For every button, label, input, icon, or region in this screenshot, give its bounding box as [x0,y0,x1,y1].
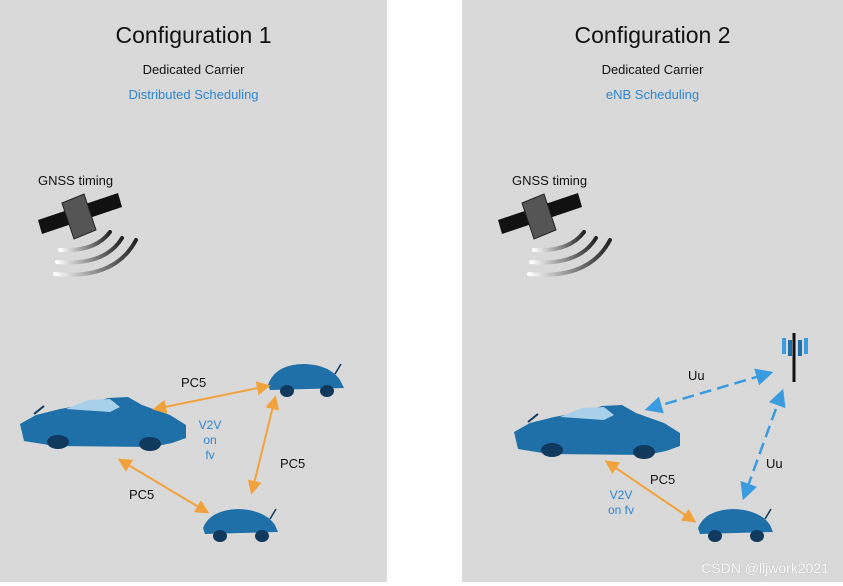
gnss-timing-label: GNSS timing [512,173,588,188]
pc5-label: PC5 [650,472,676,487]
signal-waves-icon [527,230,612,277]
car-large-icon [20,397,186,451]
pc5-arrow-right [247,395,280,495]
uu-label-right: Uu [766,456,783,471]
signal-waves-icon [53,230,138,277]
configuration-2-panel: Configuration 2 Dedicated Carrier eNB Sc… [462,0,843,582]
panel-subtitle-scheduling: Distributed Scheduling [128,87,259,102]
car-small-bottom-icon [203,508,278,542]
v2v-text: V2V [609,488,633,502]
configuration-2-diagram [498,193,808,542]
panel-title: Configuration 2 [574,22,731,48]
configuration-1-panel: Configuration 1 Dedicated Carrier Distri… [0,0,387,582]
panel-subtitle-carrier: Dedicated Carrier [142,62,245,77]
v2v-on-fv-label: V2V on fv [598,488,644,518]
configuration-1-diagram [20,193,344,542]
fv-text: fv [205,448,215,462]
on-fv-text: on fv [607,503,634,517]
uu-arrow-right [740,388,786,501]
pc5-label-left: PC5 [129,487,155,502]
gnss-timing-label: GNSS timing [38,173,114,188]
watermark: CSDN @lljwork2021 [701,560,829,576]
car-large-icon [514,405,680,459]
pc5-label-top: PC5 [181,375,207,390]
pc5-arrow-top [152,381,271,414]
cell-tower-icon [782,333,808,382]
pc5-arrow [604,460,697,523]
uu-label-top: Uu [688,368,705,383]
v2v-on-fv-label: V2V on fv [195,418,225,463]
satellite-icon [498,193,582,240]
panel-subtitle-scheduling: eNB Scheduling [605,87,700,102]
pc5-arrow-left [117,458,210,514]
v2v-text: V2V [198,418,222,432]
pc5-label-right: PC5 [280,456,306,471]
panel-title: Configuration 1 [115,22,272,48]
on-text: on [203,433,217,447]
car-small-top-icon [268,363,344,397]
panel-subtitle-carrier: Dedicated Carrier [601,62,704,77]
uu-arrow-top [644,368,774,414]
satellite-icon [38,193,122,240]
car-small-icon [698,508,773,542]
